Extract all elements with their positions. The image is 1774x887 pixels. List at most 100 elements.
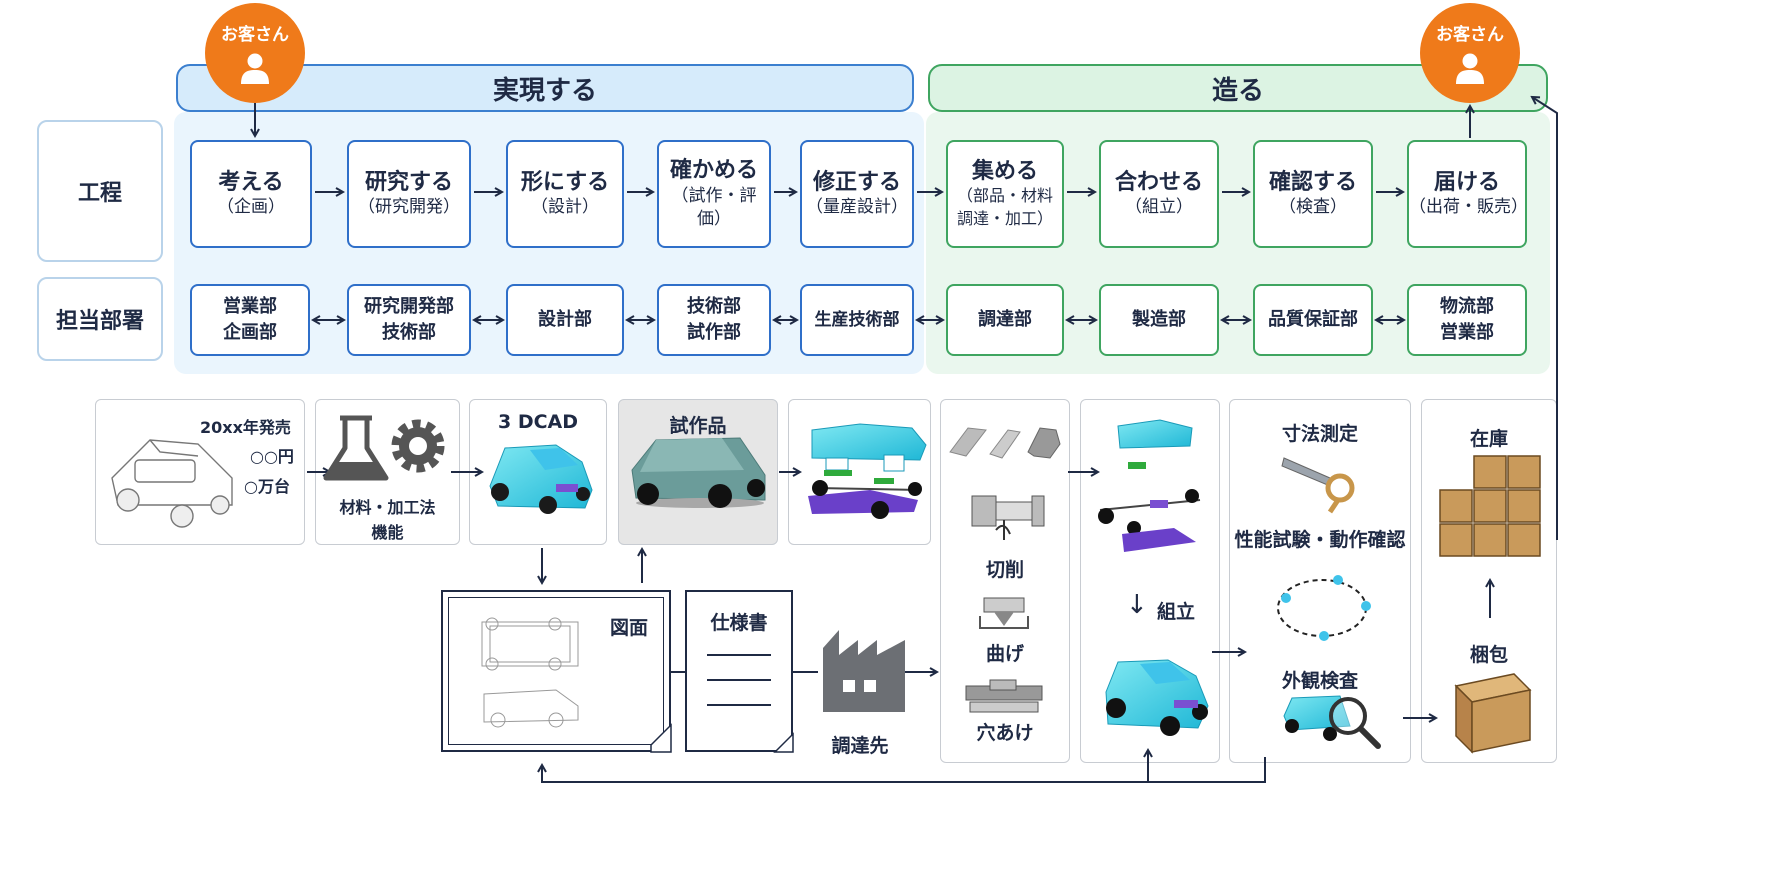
step-title: 形にする xyxy=(520,169,610,195)
step-title: 考える xyxy=(218,169,284,195)
step-title: 研究する xyxy=(364,169,453,195)
plan-price-text: ○○円 xyxy=(250,447,294,466)
step-card-plan: 考える （企画） xyxy=(190,140,312,248)
person-icon xyxy=(1456,53,1484,84)
drawing-frame-inner xyxy=(448,597,664,745)
step-title: 届ける xyxy=(1433,169,1500,195)
assembly-label: 組立 xyxy=(1157,601,1196,623)
dept-card-sales-planning: 営業部 企画部 xyxy=(190,284,310,356)
step-title: 集める xyxy=(971,158,1038,184)
spec-text-lines xyxy=(707,654,771,706)
plan-panel xyxy=(95,399,305,545)
drawing-frame xyxy=(441,590,671,752)
dept-label: 生産技術部 xyxy=(814,309,900,330)
step-subtitle: （企画） xyxy=(217,197,285,218)
cutting-tool-icon xyxy=(971,495,1045,540)
customer-end: お客さん xyxy=(1420,3,1520,103)
person-icon xyxy=(241,53,269,84)
drawing-title: 図面 xyxy=(610,617,649,639)
phase-build-label: 造る xyxy=(1211,75,1264,106)
row-label-department: 担当部署 xyxy=(37,277,163,361)
dept-card-procurement: 調達部 xyxy=(946,284,1064,356)
prototype-car-icon xyxy=(631,437,766,508)
step-title: 確かめる xyxy=(669,158,758,184)
step-card-collect: 集める （部品・材料 調達・加工） xyxy=(946,140,1064,248)
dept-label: 製造部 xyxy=(1132,308,1186,330)
performance-label: 性能試験・動作確認 xyxy=(1234,529,1406,551)
dept-card-production-engineering: 生産技術部 xyxy=(800,284,914,356)
car-sketch-icon xyxy=(111,439,233,528)
step-title: 合わせる xyxy=(1114,169,1203,195)
dept-card-logistics: 物流部 営業部 xyxy=(1407,284,1527,356)
phase-realize-label: 実現する xyxy=(492,75,597,106)
step-subtitle: （研究開発） xyxy=(358,197,460,218)
dept-card-manufacturing: 製造部 xyxy=(1099,284,1219,356)
dept-card-quality: 品質保証部 xyxy=(1253,284,1373,356)
package-box-icon xyxy=(1454,673,1532,754)
step-title: 確認する xyxy=(1268,169,1357,195)
dept-label: 営業部 企画部 xyxy=(223,295,277,343)
stock-label: 在庫 xyxy=(1469,428,1508,450)
dimension-label: 寸法測定 xyxy=(1281,423,1358,445)
step-subtitle: （量産設計） xyxy=(806,197,908,218)
dept-label: 物流部 営業部 xyxy=(1440,295,1494,343)
bending-label: 曲げ xyxy=(985,643,1024,665)
feedback-loop-line xyxy=(542,757,1266,783)
plan-volume-text: ○万台 xyxy=(244,477,290,496)
dept-label: 品質保証部 xyxy=(1268,308,1358,330)
magnifier-icon xyxy=(1329,697,1381,749)
dept-label: 技術部 試作部 xyxy=(687,295,741,343)
factory-icon xyxy=(823,630,905,712)
cad-title: 3 DCAD xyxy=(497,411,579,433)
dept-card-tech-prototype: 技術部 試作部 xyxy=(657,284,771,356)
step-subtitle: （設計） xyxy=(531,197,599,218)
appearance-label: 外観検査 xyxy=(1281,670,1358,692)
spec-document xyxy=(685,590,793,752)
material-parts-icon xyxy=(949,427,1061,459)
spec-page-curl xyxy=(773,732,794,753)
bending-press-icon xyxy=(979,597,1029,629)
stock-boxes-icon xyxy=(1439,455,1541,557)
customer-start: お客さん xyxy=(205,3,305,103)
supplier-label: 調達先 xyxy=(831,735,889,757)
prototype-title: 試作品 xyxy=(669,415,727,437)
row-label-department-text: 担当部署 xyxy=(55,309,144,334)
drilling-label: 穴あけ xyxy=(976,722,1034,744)
dept-label: 調達部 xyxy=(978,308,1032,330)
step-card-deliver: 届ける （出荷・販売） xyxy=(1407,140,1528,248)
flask-icon xyxy=(323,415,389,481)
dept-card-rnd: 研究開発部 技術部 xyxy=(347,284,471,356)
drawing-page-curl xyxy=(650,723,672,753)
step-card-revise: 修正する （量産設計） xyxy=(800,140,914,248)
step-title: 修正する xyxy=(812,169,901,195)
gear-icon xyxy=(391,419,445,473)
exploded-model-panel xyxy=(788,399,931,545)
step-subtitle: （試作・評価） xyxy=(671,185,757,229)
test-track-icon xyxy=(1277,575,1371,641)
exploded-model-icon xyxy=(808,423,927,519)
dept-label: 設計部 xyxy=(538,308,592,330)
assembly-parts-icon xyxy=(1098,419,1201,552)
drilling-machine-icon xyxy=(965,679,1043,713)
customer-start-label: お客さん xyxy=(221,25,289,45)
research-caption: 材料・加工法 機能 xyxy=(339,498,436,542)
step-card-research: 研究する （研究開発） xyxy=(347,140,471,248)
row-label-process: 工程 xyxy=(37,120,163,262)
dept-card-design: 設計部 xyxy=(506,284,624,356)
assembled-car-icon xyxy=(1105,659,1209,736)
step-subtitle: （部品・材料 調達・加工） xyxy=(956,186,1053,228)
step-card-inspect: 確認する （検査） xyxy=(1253,140,1373,248)
step-subtitle: （検査） xyxy=(1279,197,1347,218)
customer-end-label: お客さん xyxy=(1436,25,1504,45)
step-card-design: 形にする （設計） xyxy=(506,140,624,248)
step-card-assemble: 合わせる （組立） xyxy=(1099,140,1219,248)
spec-title: 仕様書 xyxy=(710,612,768,634)
row-label-process-text: 工程 xyxy=(77,181,122,206)
assembly-arrow-glyph: ↓ xyxy=(1126,590,1148,620)
technical-drawing-icon xyxy=(481,617,579,728)
cutting-label: 切削 xyxy=(985,559,1024,581)
step-subtitle: （組立） xyxy=(1125,197,1193,218)
caliper-icon xyxy=(1281,457,1355,514)
step-card-verify: 確かめる （試作・評価） xyxy=(657,140,771,248)
